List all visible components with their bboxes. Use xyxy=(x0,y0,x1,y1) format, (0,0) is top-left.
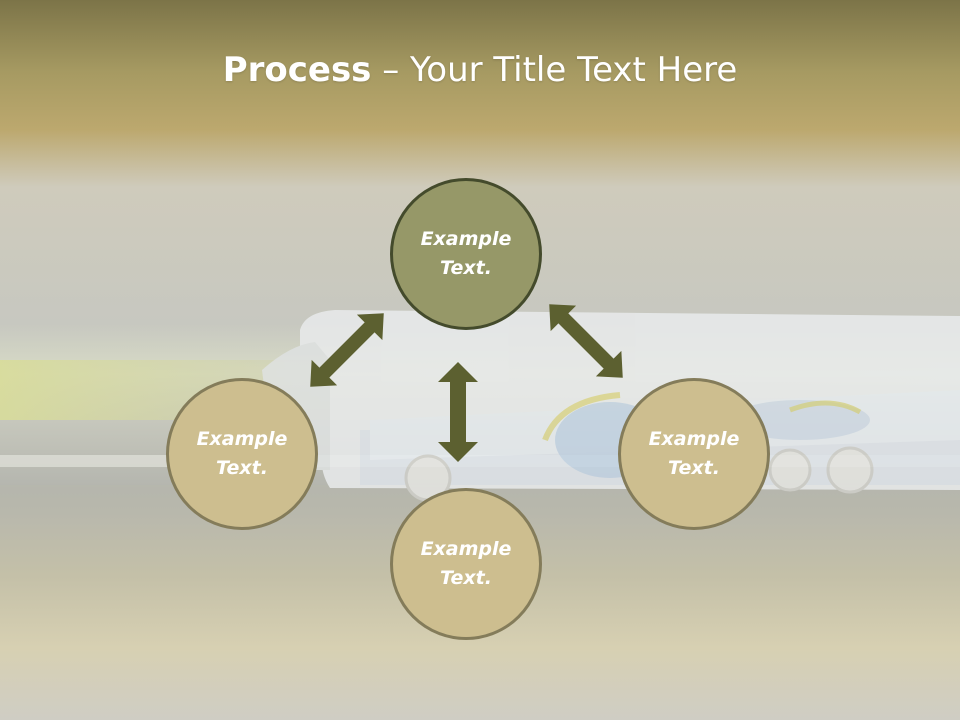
slide-title-rest: – Your Title Text Here xyxy=(371,50,738,90)
slide-title-bold: Process xyxy=(222,50,372,90)
process-node-right-label: Example Text. xyxy=(648,428,740,479)
process-node-top: Example Text. xyxy=(390,178,542,330)
double-arrow-upper-right xyxy=(549,304,623,378)
process-node-bottom: Example Text. xyxy=(390,488,542,640)
process-node-right: Example Text. xyxy=(618,378,770,530)
process-node-left: Example Text. xyxy=(166,378,318,530)
process-node-left-label: Example Text. xyxy=(196,428,288,479)
process-node-top-label: Example Text. xyxy=(420,228,512,279)
double-arrow-vertical xyxy=(438,362,478,462)
process-node-bottom-label: Example Text. xyxy=(420,538,512,589)
slide-title: Process – Your Title Text Here xyxy=(0,50,960,90)
double-arrow-upper-left xyxy=(310,313,384,387)
